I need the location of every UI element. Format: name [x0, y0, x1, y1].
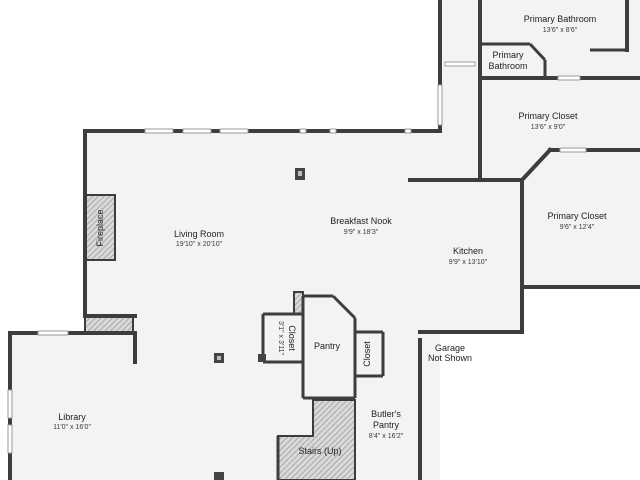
kitchen-label: Kitchen: [453, 246, 483, 256]
library-dims: 11'0" x 16'0": [53, 424, 91, 431]
library-label: Library: [58, 412, 86, 422]
butlers-pantry-label-2: Pantry: [373, 420, 400, 430]
garage-label-2: Not Shown: [428, 353, 472, 363]
hatched-fixtures: [84, 194, 356, 480]
butlers-pantry-dims: 8'4" x 16'2": [369, 433, 404, 440]
garage-label-1: Garage: [435, 343, 465, 353]
windows: [7, 61, 587, 454]
room-labels: Primary Bathroom 13'6" x 8'6" Primary Ba…: [53, 14, 607, 456]
primary-bathroom-wc-label-1: Primary: [493, 50, 524, 60]
primary-closet-2-dims: 9'6" x 12'4": [560, 224, 595, 231]
columns: [214, 168, 305, 480]
stairs-label: Stairs (Up): [298, 446, 341, 456]
primary-bathroom-wc-label-2: Bathroom: [488, 61, 527, 71]
floor-areas: [10, 0, 640, 480]
primary-closet-1-dims: 13'6" x 9'0": [531, 124, 566, 131]
pantry-label: Pantry: [314, 341, 341, 351]
closet-small-label: Closet: [287, 325, 297, 351]
primary-bathroom-label: Primary Bathroom: [524, 14, 597, 24]
closet-2-label: Closet: [362, 341, 372, 367]
living-room-dims: 19'10" x 20'10": [176, 241, 223, 248]
column-4: [258, 354, 266, 362]
fireplace-hearth: [84, 194, 116, 261]
butlers-pantry-label-1: Butler's: [371, 409, 401, 419]
fireplace-label: Fireplace: [95, 209, 105, 246]
breakfast-nook-dims: 9'9" x 18'3": [344, 229, 379, 236]
primary-bathroom-dims: 13'6" x 8'6": [543, 27, 578, 34]
primary-closet-2-label: Primary Closet: [547, 211, 607, 221]
stairs-up: [277, 399, 356, 480]
closet-small-dims: 3'1" x 3'11": [277, 321, 284, 355]
primary-closet-1-label: Primary Closet: [518, 111, 578, 121]
kitchen-dims: 9'9" x 13'10": [449, 259, 488, 266]
column-3: [214, 472, 224, 480]
library-hearth: [84, 315, 134, 334]
living-room-label: Living Room: [174, 229, 224, 239]
breakfast-nook-label: Breakfast Nook: [330, 216, 392, 226]
